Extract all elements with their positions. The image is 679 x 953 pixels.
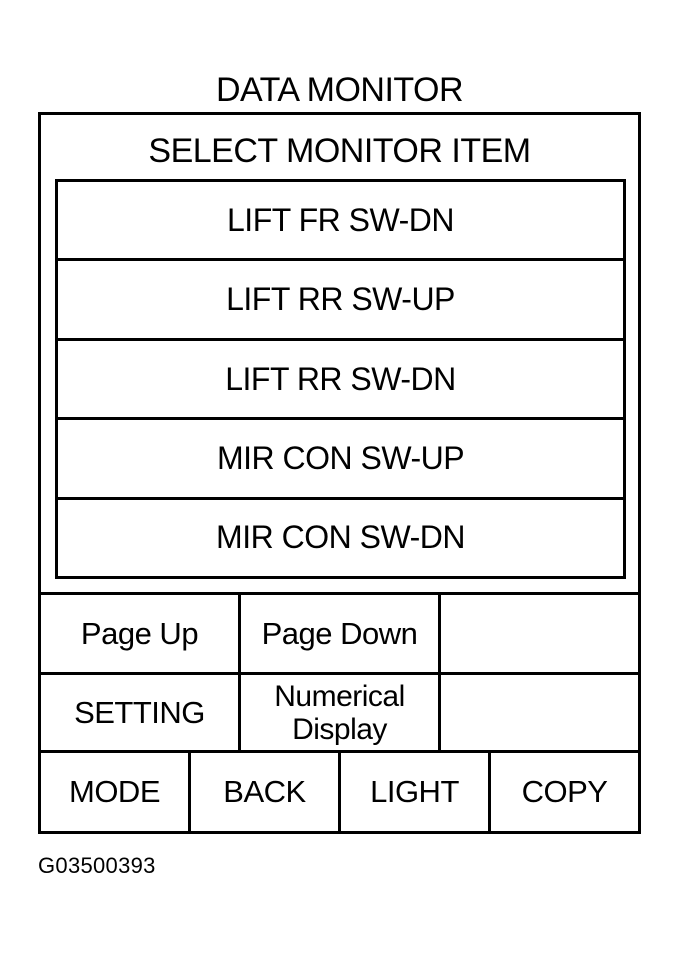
empty-button-cell — [441, 675, 638, 750]
numerical-display-label: Numerical Display — [274, 680, 405, 746]
button-row-1: Page Up Page Down — [41, 595, 638, 675]
setting-button[interactable]: SETTING — [41, 675, 241, 750]
copy-button[interactable]: COPY — [521, 774, 608, 809]
figure-id-label: G03500393 — [38, 853, 156, 878]
button-row-2: SETTING Numerical Display — [41, 675, 638, 753]
monitor-item-lift-rr-sw-up[interactable]: LIFT RR SW-UP — [58, 261, 623, 341]
screen-title: DATA MONITOR — [215, 71, 464, 109]
numerical-display-line-2: Display — [292, 712, 387, 746]
empty-button-cell — [441, 595, 638, 672]
button-row-3: MODE BACK LIGHT COPY — [41, 753, 638, 831]
numerical-display-button[interactable]: Numerical Display — [241, 675, 441, 750]
mode-button[interactable]: MODE — [41, 753, 191, 831]
back-button[interactable]: BACK — [191, 753, 341, 831]
monitor-item-mir-con-sw-up[interactable]: MIR CON SW-UP — [58, 420, 623, 500]
data-monitor-frame: SELECT MONITOR ITEM LIFT FR SW-DN LIFT R… — [38, 112, 641, 834]
page-up-button[interactable]: Page Up — [41, 595, 241, 672]
select-monitor-item-header: SELECT MONITOR ITEM — [148, 132, 531, 170]
monitor-item-lift-fr-sw-dn[interactable]: LIFT FR SW-DN — [58, 182, 623, 262]
light-button[interactable]: LIGHT — [341, 753, 491, 831]
button-grid: Page Up Page Down SETTING Numerical Disp… — [41, 592, 638, 831]
monitor-item-lift-rr-sw-dn[interactable]: LIFT RR SW-DN — [58, 341, 623, 421]
monitor-item-mir-con-sw-dn[interactable]: MIR CON SW-DN — [216, 519, 465, 556]
page-down-button[interactable]: Page Down — [241, 595, 441, 672]
monitor-item-list: LIFT FR SW-DN LIFT RR SW-UP LIFT RR SW-D… — [55, 179, 626, 579]
numerical-display-line-1: Numerical — [274, 679, 405, 713]
